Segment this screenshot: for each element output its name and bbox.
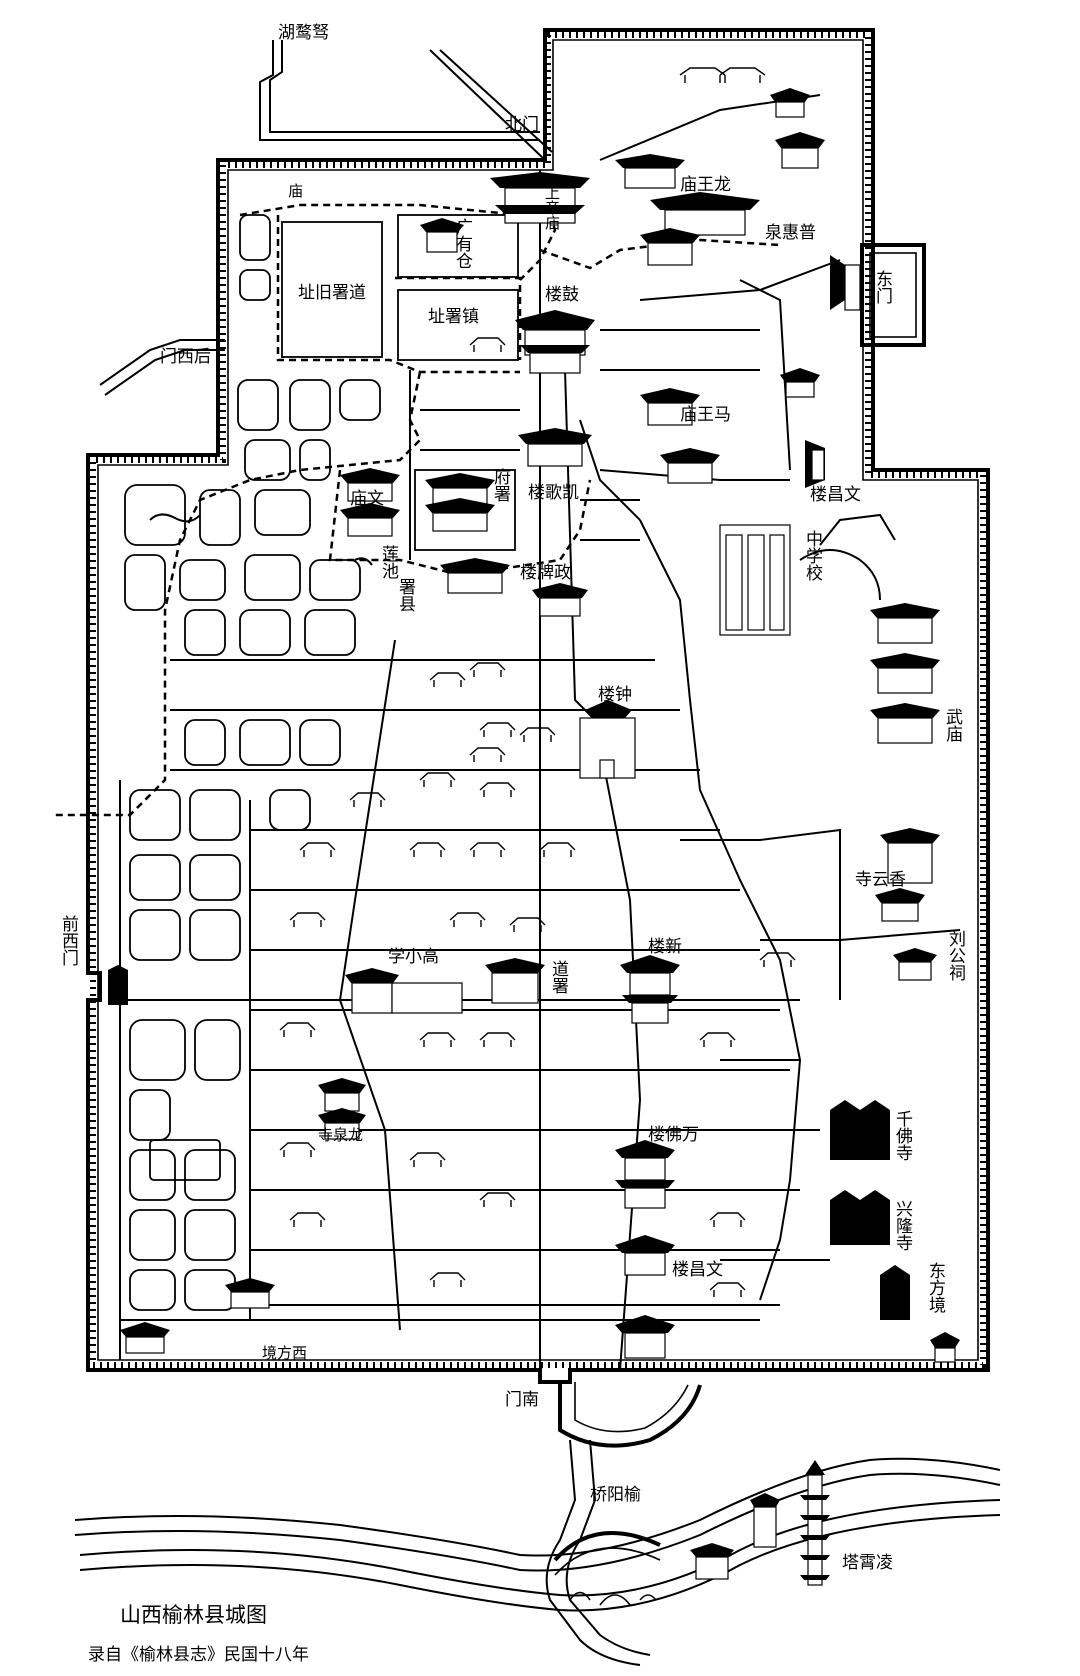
yu-yang-bridge xyxy=(553,1531,661,1606)
city-blocks xyxy=(124,214,519,1311)
lotus-pond xyxy=(149,513,896,601)
label-wen-chang-lou-top: 楼昌文 xyxy=(810,485,861,505)
label-hou-xi-men: 门西后 xyxy=(160,347,211,367)
wu-miao-building xyxy=(870,603,940,884)
label-lian-chi: 莲池 xyxy=(378,545,399,579)
wan-fo-lou-building xyxy=(615,1140,675,1209)
guang-you-cang-building xyxy=(420,218,464,253)
label-wen-miao: 庙文 xyxy=(350,489,384,509)
label-wen-chang-lou-bottom: 楼昌文 xyxy=(672,1260,723,1280)
drum-tower-building xyxy=(515,310,595,374)
label-long-quan-si: 寺泉龙 xyxy=(318,1126,363,1144)
zheng-pai-lou-building xyxy=(532,583,588,617)
label-xi-fang-jing: 境方西 xyxy=(262,1344,307,1362)
xin-lou-building xyxy=(620,955,680,1024)
city-wall xyxy=(86,28,990,1384)
label-wu-miao: 武庙 xyxy=(942,708,963,742)
label-nan-men: 门南 xyxy=(505,1390,539,1410)
label-dao-shu-jiu-zhi: 址旧署道 xyxy=(298,283,366,303)
xing-long-si-building xyxy=(830,1190,890,1245)
river xyxy=(74,1439,1001,1666)
label-fu-shu: 府署 xyxy=(490,468,511,502)
label-bei-men: 北门 xyxy=(505,115,539,135)
south-gate-barbican xyxy=(558,1382,702,1448)
label-zhong-xue-xiao: 中学校 xyxy=(802,530,823,581)
south-gate-building xyxy=(615,1315,675,1359)
label-xing-long-si: 兴隆寺 xyxy=(892,1200,913,1251)
label-zheng-pai-lou: 楼牌政 xyxy=(520,563,571,583)
wen-chang-lou-bottom-building xyxy=(615,1235,675,1276)
label-miao-left: 庙 xyxy=(288,182,303,200)
label-xin-lou: 楼新 xyxy=(648,937,682,957)
ma-wang-miao-building xyxy=(640,388,720,484)
label-qian-fo-si: 千佛寺 xyxy=(892,1110,913,1161)
liu-gong-ci-building xyxy=(893,948,937,981)
label-gu-lou: 楼鼓 xyxy=(545,285,579,305)
label-xiang-yun-si: 寺云香 xyxy=(855,870,906,890)
label-gao-xiao-xue: 学小高 xyxy=(388,947,439,967)
gao-xiao-xue-building xyxy=(345,968,463,1014)
label-zhong-lou: 楼钟 xyxy=(598,685,632,705)
map-caption: 山西榆林县城图 录自《榆林县志》民国十八年 xyxy=(88,1603,309,1665)
label-ling-xiao-ta: 塔霄凌 xyxy=(842,1553,893,1573)
buildings xyxy=(108,88,960,1363)
north-gate-tower xyxy=(490,172,590,224)
sw-corner-building xyxy=(120,1322,170,1354)
label-yu-yang-qiao: 桥阳榆 xyxy=(590,1485,641,1505)
xian-shu-building xyxy=(440,558,510,594)
wen-miao-building xyxy=(340,468,400,537)
xi-fang-jing-building xyxy=(225,1278,275,1309)
label-pu-hui-quan: 泉惠普 xyxy=(765,223,816,243)
dong-fang-jing-building xyxy=(880,1265,960,1363)
bell-tower-building xyxy=(579,700,636,779)
label-dong-fang-jing: 东方境 xyxy=(925,1262,946,1313)
east-gate-enclosure xyxy=(860,243,926,347)
label-ma-wang-miao: 庙王马 xyxy=(680,405,731,425)
fu-shu-building xyxy=(425,473,495,532)
ne-houses xyxy=(770,88,825,398)
label-dong-men: 东门 xyxy=(872,270,892,305)
label-dao-shu: 道署 xyxy=(548,960,569,994)
label-wan-fo-lou: 楼佛万 xyxy=(648,1125,699,1145)
west-gate-tower xyxy=(108,965,128,1005)
label-kai-ge-lou: 楼歌凯 xyxy=(528,483,579,503)
qian-fo-si-building xyxy=(830,1100,890,1160)
north-roads xyxy=(99,40,553,396)
wen-chang-lou-top-building xyxy=(805,440,825,488)
ling-xiao-pagoda xyxy=(690,1460,830,1586)
dashed-routes xyxy=(55,179,781,817)
label-guang-you-cang: 广有仓 xyxy=(452,218,473,269)
map-source: 录自《榆林县志》民国十八年 xyxy=(88,1645,309,1665)
long-quan-si-building xyxy=(318,1078,366,1140)
label-long-wang-miao: 庙王龙 xyxy=(680,175,731,195)
label-qian-xi-men: 前西门 xyxy=(58,915,79,967)
xiang-yun-si-building xyxy=(875,888,925,922)
dao-shu-building xyxy=(485,958,545,1004)
label-hu-lu-ao: 湖鹜驽 xyxy=(278,23,329,43)
kai-ge-lou-building xyxy=(518,428,592,467)
map-labels: 湖鹜驽 北门 庙王龙 泉惠普 东门 上帝庙 广有仓 庙 址旧署道 址署镇 楼鼓 … xyxy=(58,23,966,1573)
east-gate-tower xyxy=(830,255,861,311)
label-xian-shu: 署县 xyxy=(395,578,416,612)
map-title: 山西榆林县城图 xyxy=(120,1603,267,1627)
label-shang-di-miao: 上帝庙 xyxy=(543,185,561,230)
label-liu-gong-ci: 刘公祠 xyxy=(945,930,966,981)
label-zhen-shu-zhi: 址署镇 xyxy=(428,307,479,327)
middle-school-building xyxy=(719,524,791,636)
pu-hui-quan-building xyxy=(640,228,700,266)
scattered-houses xyxy=(279,67,796,1297)
